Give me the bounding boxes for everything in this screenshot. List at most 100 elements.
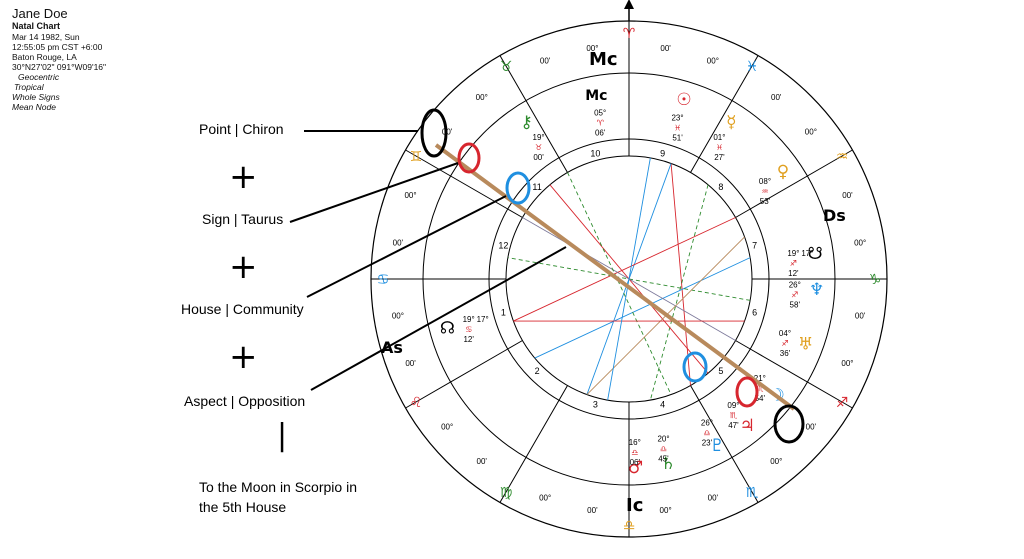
house-cusp-inner-line	[735, 208, 751, 218]
south-node-sign: ♐	[790, 259, 797, 268]
capricorn-icon: ♑	[869, 272, 882, 288]
angle-as: As	[381, 338, 403, 357]
house-number: 7	[752, 240, 757, 250]
house-number: 9	[660, 148, 665, 158]
birth-place: Baton Rouge, LA	[12, 52, 77, 62]
chiron-highlight-circle	[420, 108, 448, 158]
aspect-line	[670, 163, 691, 386]
uranus-minute: 36'	[780, 349, 791, 358]
house-cusp-line	[499, 399, 560, 503]
jupiter-degree: 09°	[727, 401, 739, 410]
house-5-highlight-circle	[682, 351, 708, 383]
cusp-degree: 00°	[539, 493, 551, 502]
scorpio-highlight-circle	[735, 376, 759, 408]
libra-icon: ♎	[623, 518, 636, 534]
pisces-icon: ♓	[746, 59, 759, 75]
taurus-highlight-circle	[457, 142, 481, 174]
saturn-minute: 45'	[658, 454, 669, 463]
house-cusp-inner-line	[690, 385, 700, 401]
moon-sign: ♏	[756, 384, 764, 393]
south-node-degree: 19°	[787, 249, 799, 258]
pluto-sign: ♎	[703, 429, 710, 438]
gemini-icon: ♊	[410, 149, 423, 165]
annotation-pointer-line-2	[289, 162, 459, 223]
house-number: 6	[752, 308, 757, 318]
house-cusp-inner-line	[507, 208, 523, 218]
plus-sign-2: +	[229, 247, 258, 287]
cusp-minute: 00'	[587, 506, 598, 515]
chiron-icon: ⚷	[520, 112, 532, 132]
cusp-degree: 00°	[441, 422, 453, 431]
south-node-icon: ☋	[808, 244, 823, 264]
aspect-line	[567, 172, 672, 395]
neptune-degree: 26°	[789, 281, 801, 290]
birth-time: 12:55:05 pm CST +6:00	[12, 42, 103, 52]
cusp-degree: 00°	[707, 57, 719, 66]
pluto-degree: 26°	[701, 419, 713, 428]
pluto-icon: ♇	[710, 436, 725, 456]
house-cusp-inner-line	[735, 340, 751, 350]
taurus-icon: ♉	[500, 59, 513, 75]
house-number: 1	[501, 308, 506, 318]
house-cusp-inner-line	[690, 157, 700, 173]
jupiter-icon: ♃	[740, 416, 755, 436]
house-cusp-inner-line	[507, 340, 523, 350]
house-cusp-line	[405, 348, 509, 409]
annotation-aspect: Aspect | Opposition	[184, 393, 306, 409]
person-name: Jane Doe	[12, 6, 68, 21]
mercury-icon: ☿	[726, 112, 736, 132]
uranus-degree: 04°	[779, 329, 791, 338]
annotation-house: House | Community	[181, 301, 304, 317]
virgo-icon: ♍	[500, 485, 513, 501]
cusp-degree: 00°	[805, 128, 817, 137]
cusp-degree: 00°	[770, 457, 782, 466]
house-cusp-inner-line	[558, 385, 568, 401]
cusp-minute: 00'	[405, 359, 416, 368]
chiron-moon-opposition-line	[434, 143, 796, 411]
house-number: 4	[660, 400, 665, 410]
mercury-minute: 27'	[714, 153, 725, 162]
conclusion-line-1: To the Moon in Scorpio in	[199, 479, 357, 495]
house-number: 8	[718, 182, 723, 192]
aspect-line	[649, 184, 709, 401]
saturn-icon: ♄	[660, 454, 675, 474]
setting-node-type: Mean Node	[12, 102, 56, 112]
south-node-minute: 12'	[788, 269, 799, 278]
cusp-minute: 00'	[393, 238, 404, 247]
mc-point-icon: Mc	[585, 88, 607, 104]
uranus-sign: ♐	[781, 339, 788, 348]
house-cusp-line	[749, 348, 853, 409]
separator-bar: |	[277, 418, 288, 453]
north-node-sign: ♋	[465, 325, 472, 334]
house-number: 2	[535, 366, 540, 376]
cusp-minute: 00'	[855, 312, 866, 321]
sun-degree: 23°	[671, 113, 683, 122]
setting-zodiac-type: Tropical	[14, 82, 44, 92]
annotation-sign: Sign | Taurus	[202, 211, 284, 227]
cusp-degree: 00°	[841, 359, 853, 368]
chiron-minute: 00'	[533, 153, 544, 162]
annotation-point: Point | Chiron	[199, 121, 284, 137]
cusp-minute: 00'	[540, 57, 551, 66]
north-node-minute: 12'	[463, 335, 474, 344]
cusp-minute: 00'	[660, 44, 671, 53]
house-11-highlight-circle	[505, 171, 531, 205]
venus-sign: ♒	[761, 187, 768, 196]
cusp-minute: 00'	[708, 493, 719, 502]
house-cusp-line	[405, 149, 509, 210]
cusp-minute: 00'	[806, 422, 817, 431]
mc-point-sign: ♈	[597, 119, 604, 128]
house-number: 5	[718, 366, 723, 376]
chiron-degree: 19°	[533, 133, 545, 142]
house-cusp-line	[499, 55, 560, 159]
cusp-minute: 00'	[771, 93, 782, 102]
house-number: 12	[498, 240, 508, 250]
pluto-minute: 23'	[702, 439, 713, 448]
jupiter-minute: 47'	[728, 421, 739, 430]
aspect-line	[513, 217, 736, 322]
chiron-sign: ♉	[535, 143, 542, 152]
mercury-sign: ♓	[716, 143, 723, 152]
mercury-degree: 01°	[713, 133, 725, 142]
leo-icon: ♌	[410, 395, 423, 411]
